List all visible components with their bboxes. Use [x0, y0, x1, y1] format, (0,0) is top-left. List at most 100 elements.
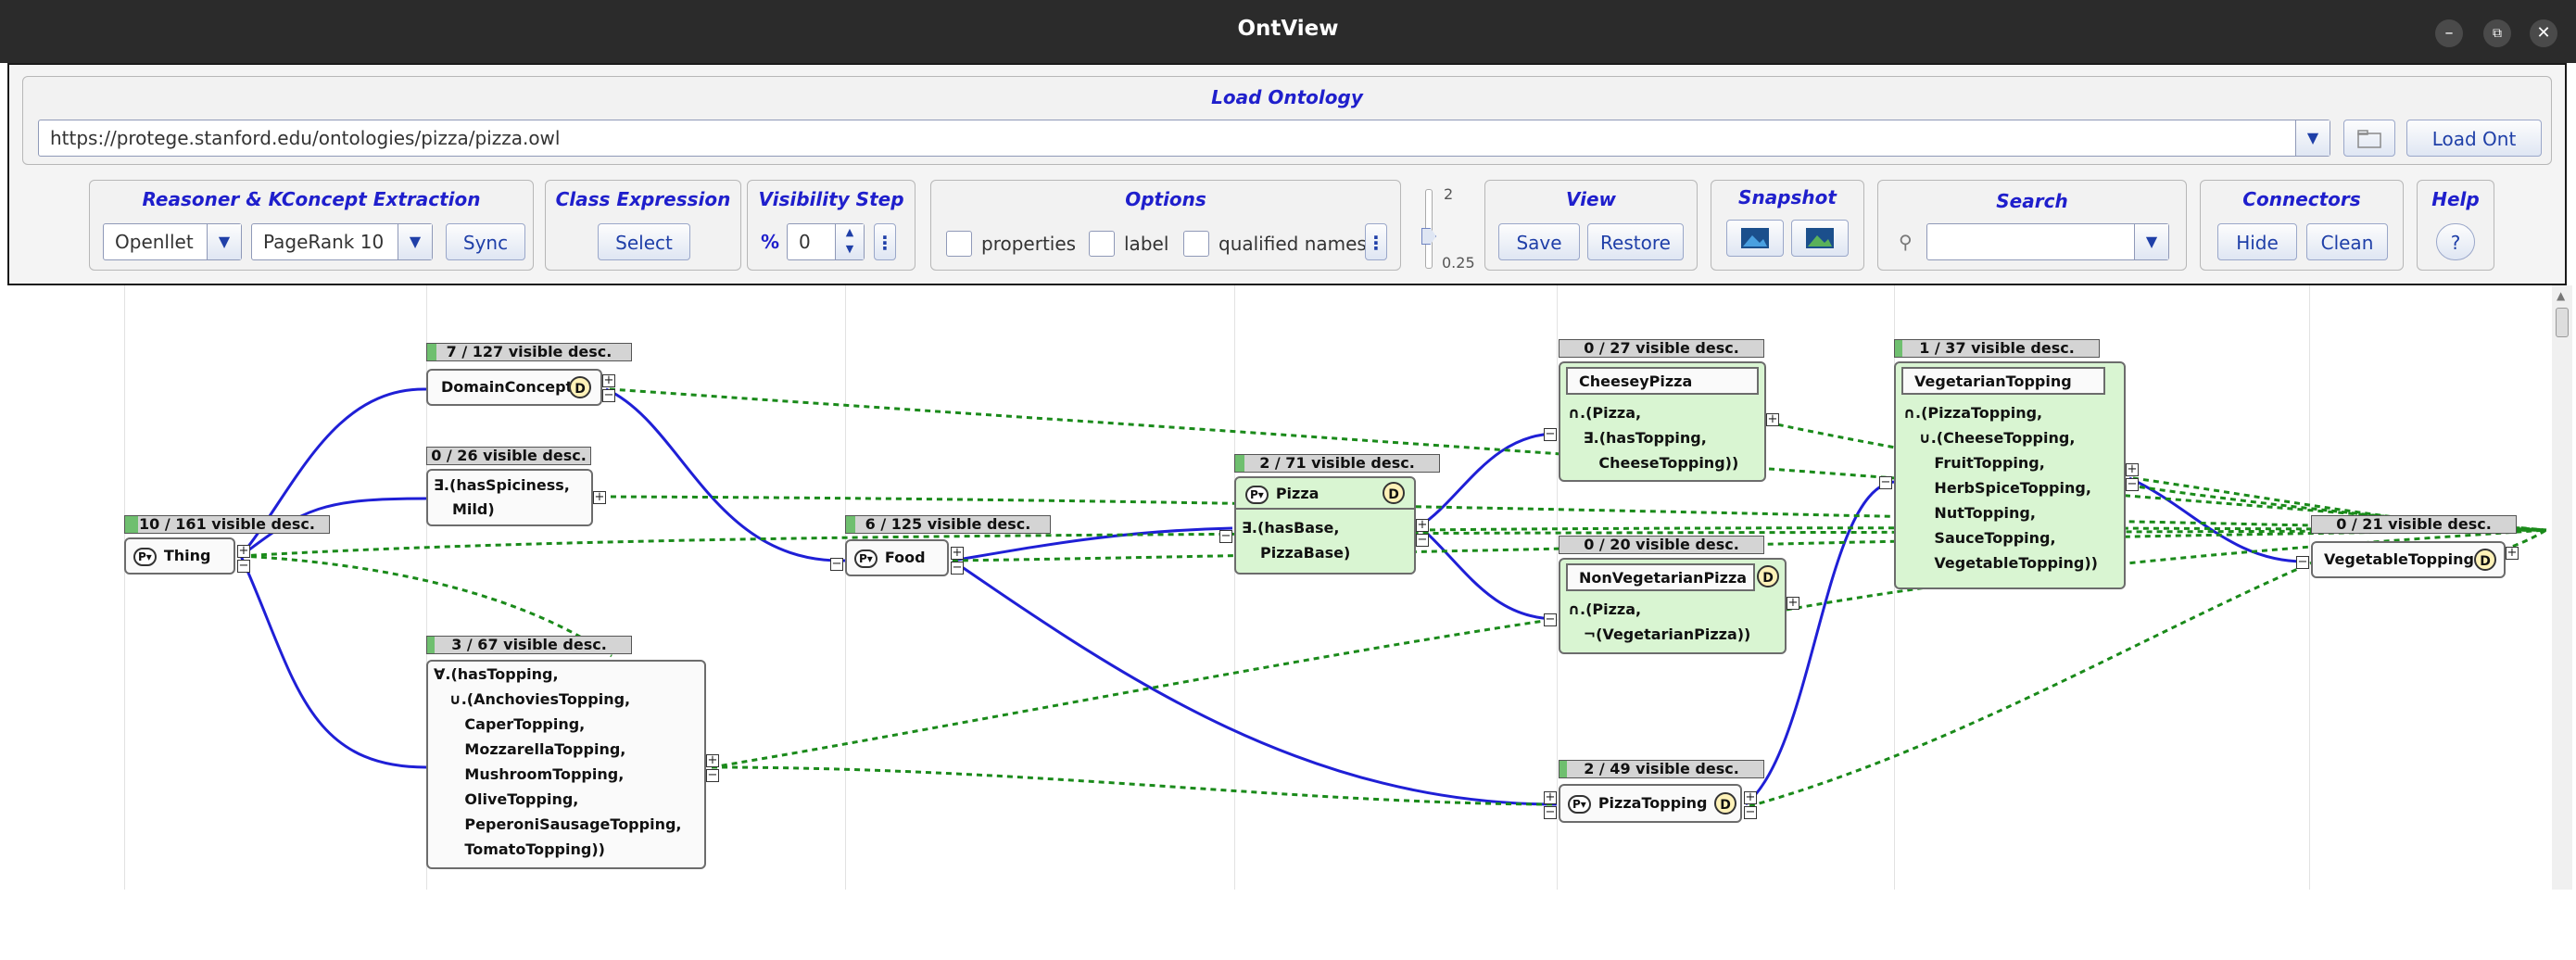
expand-icon[interactable]: + — [237, 544, 250, 558]
select-button[interactable]: Select — [598, 223, 690, 260]
clean-connectors-button[interactable]: Clean — [2306, 223, 2388, 260]
node-domainconcept[interactable]: DomainConcept D — [426, 369, 602, 406]
sync-button[interactable]: Sync — [446, 223, 525, 260]
expr-line: ∃.(hasTopping, — [1568, 429, 1707, 447]
snapshot-image-button[interactable] — [1726, 220, 1784, 257]
collapse-icon[interactable]: − — [1219, 529, 1232, 543]
edge-pizza-cheesey — [1419, 432, 1558, 528]
expand-icon[interactable]: + — [593, 490, 606, 504]
class-expression-title: Class Expression — [555, 188, 731, 210]
node-thing[interactable]: P▾ Thing — [124, 537, 235, 575]
expr-line: ∪.(CheeseTopping, — [1903, 429, 2076, 447]
node-food[interactable]: P▾Food — [845, 539, 949, 576]
properties-checkbox[interactable] — [946, 231, 972, 257]
collapse-icon[interactable]: − — [2126, 477, 2139, 491]
restore-window-button[interactable]: ⧉ — [2483, 19, 2511, 47]
node-header-vegtopping: 0 / 21 visible desc. — [2311, 515, 2517, 534]
load-ont-button[interactable]: Load Ont — [2406, 120, 2542, 157]
collapse-icon[interactable]: − — [706, 768, 719, 782]
close-window-button[interactable]: ✕ — [2530, 19, 2557, 47]
expr-line: SauceTopping, — [1903, 529, 2056, 547]
vertical-scrollbar[interactable]: ▲ — [2552, 285, 2572, 890]
property-badge-icon[interactable]: P▾ — [133, 547, 157, 566]
slider-thumb[interactable] — [1421, 228, 1436, 245]
search-input[interactable]: ▼ — [1926, 223, 2169, 260]
property-badge-icon[interactable]: P▾ — [854, 549, 878, 568]
view-restore-button[interactable]: Restore — [1587, 223, 1684, 260]
node-header-spiciness: 0 / 26 visible desc. — [426, 447, 591, 465]
chevron-down-icon[interactable]: ▼ — [398, 224, 432, 259]
node-vegetabletopping[interactable]: VegetableTopping D — [2311, 541, 2506, 578]
label-checkbox[interactable] — [1089, 231, 1115, 257]
node-pizza[interactable]: P▾Pizza D ∃.(hasBase, PizzaBase) — [1234, 476, 1416, 575]
expr-line: ∩.(PizzaTopping, — [1903, 404, 2043, 422]
defined-badge-icon[interactable]: D — [569, 376, 591, 398]
defined-badge-icon[interactable]: D — [1757, 565, 1779, 587]
collapse-icon[interactable]: − — [830, 557, 843, 571]
collapse-icon[interactable]: − — [237, 559, 250, 573]
collapse-icon[interactable]: − — [1416, 533, 1429, 547]
collapse-icon[interactable]: − — [602, 388, 615, 402]
more-options-icon[interactable]: ⋮ — [874, 223, 896, 260]
connectors-title: Connectors — [2242, 188, 2361, 210]
expand-icon[interactable]: + — [1787, 596, 1799, 610]
qualified-names-checkbox[interactable] — [1183, 231, 1209, 257]
expr-line: FruitTopping, — [1903, 454, 2045, 472]
help-button[interactable]: ? — [2436, 223, 2475, 260]
scrollbar-thumb[interactable] — [2556, 308, 2569, 337]
defined-badge-icon[interactable]: D — [1383, 482, 1405, 504]
spinner-arrows-icon[interactable]: ▲▼ — [835, 224, 864, 259]
expr-line: ∩.(Pizza, — [1568, 600, 1642, 618]
expand-icon[interactable]: + — [2506, 546, 2519, 560]
hide-connectors-button[interactable]: Hide — [2217, 223, 2297, 260]
chevron-down-icon[interactable]: ▼ — [2295, 120, 2330, 156]
expand-icon[interactable]: + — [2126, 462, 2139, 476]
node-nonvegetarianpizza[interactable]: NonVegetarianPizza D ∩.(Pizza, ¬(Vegetar… — [1559, 558, 1787, 654]
ranking-select[interactable]: PageRank 10 ▼ — [251, 223, 433, 260]
expand-icon[interactable]: + — [1416, 518, 1429, 532]
node-pizzatopping[interactable]: P▾PizzaTopping D — [1559, 784, 1742, 823]
visibility-spinner[interactable]: 0 ▲▼ — [787, 223, 865, 260]
expand-icon[interactable]: + — [1544, 790, 1557, 804]
expand-icon[interactable]: + — [602, 373, 615, 387]
collapse-icon[interactable]: − — [1544, 805, 1557, 819]
chevron-down-icon[interactable]: ▼ — [207, 224, 241, 259]
scroll-up-icon[interactable]: ▲ — [2557, 289, 2566, 302]
node-cheeseypizza[interactable]: CheeseyPizza ∩.(Pizza, ∃.(hasTopping, Ch… — [1559, 361, 1766, 482]
collapse-icon[interactable]: − — [1544, 613, 1557, 626]
expand-icon[interactable]: + — [1766, 412, 1779, 426]
collapse-icon[interactable]: − — [1744, 805, 1757, 819]
defined-badge-icon[interactable]: D — [1714, 792, 1736, 815]
collapse-icon[interactable]: − — [951, 561, 964, 575]
browse-file-button[interactable] — [2343, 120, 2395, 157]
collapse-icon[interactable]: − — [2296, 555, 2309, 569]
expand-icon[interactable]: + — [706, 753, 719, 767]
graph-canvas[interactable]: 10 / 161 visible desc. P▾Thing + − 7 / 1… — [7, 285, 2558, 890]
expand-icon[interactable]: + — [1744, 790, 1757, 804]
node-vegetariantopping[interactable]: VegetarianTopping ∩.(PizzaTopping, ∪.(Ch… — [1894, 361, 2126, 589]
node-hasspiciness[interactable]: ∃.(hasSpiciness, Mild) — [426, 469, 593, 526]
ontology-url-combo[interactable]: https://protege.stanford.edu/ontologies/… — [38, 120, 2330, 157]
graph-edges — [239, 387, 2547, 808]
zoom-slider[interactable]: 2 0.25 — [1414, 180, 1475, 272]
property-badge-icon[interactable]: P▾ — [1245, 485, 1269, 504]
defined-badge-icon[interactable]: D — [2474, 549, 2496, 571]
chevron-down-icon[interactable]: ▼ — [2134, 224, 2168, 259]
reasoner-select[interactable]: Openllet ▼ — [103, 223, 242, 260]
expand-icon[interactable]: + — [951, 546, 964, 560]
visibility-title: Visibility Step — [758, 188, 904, 210]
snapshot-vector-button[interactable] — [1791, 220, 1849, 257]
reasoner-title: Reasoner & KConcept Extraction — [142, 188, 481, 210]
minimize-button[interactable]: – — [2435, 19, 2463, 47]
collapse-icon[interactable]: − — [1879, 475, 1892, 489]
more-options-icon[interactable]: ⋮ — [1365, 223, 1387, 260]
snapshot-panel: Snapshot — [1711, 180, 1864, 271]
view-save-button[interactable]: Save — [1498, 223, 1580, 260]
expr-line: MushroomTopping, — [434, 765, 625, 783]
node-alltopping[interactable]: ∀.(hasTopping, ∪.(AnchoviesTopping, Cape… — [426, 660, 706, 869]
property-badge-icon[interactable]: P▾ — [1568, 794, 1591, 814]
search-icon: ⚲ — [1899, 231, 1913, 253]
node-header-food: 6 / 125 visible desc. — [845, 515, 1051, 534]
node-label: Thing — [163, 547, 211, 564]
collapse-icon[interactable]: − — [1544, 427, 1557, 441]
